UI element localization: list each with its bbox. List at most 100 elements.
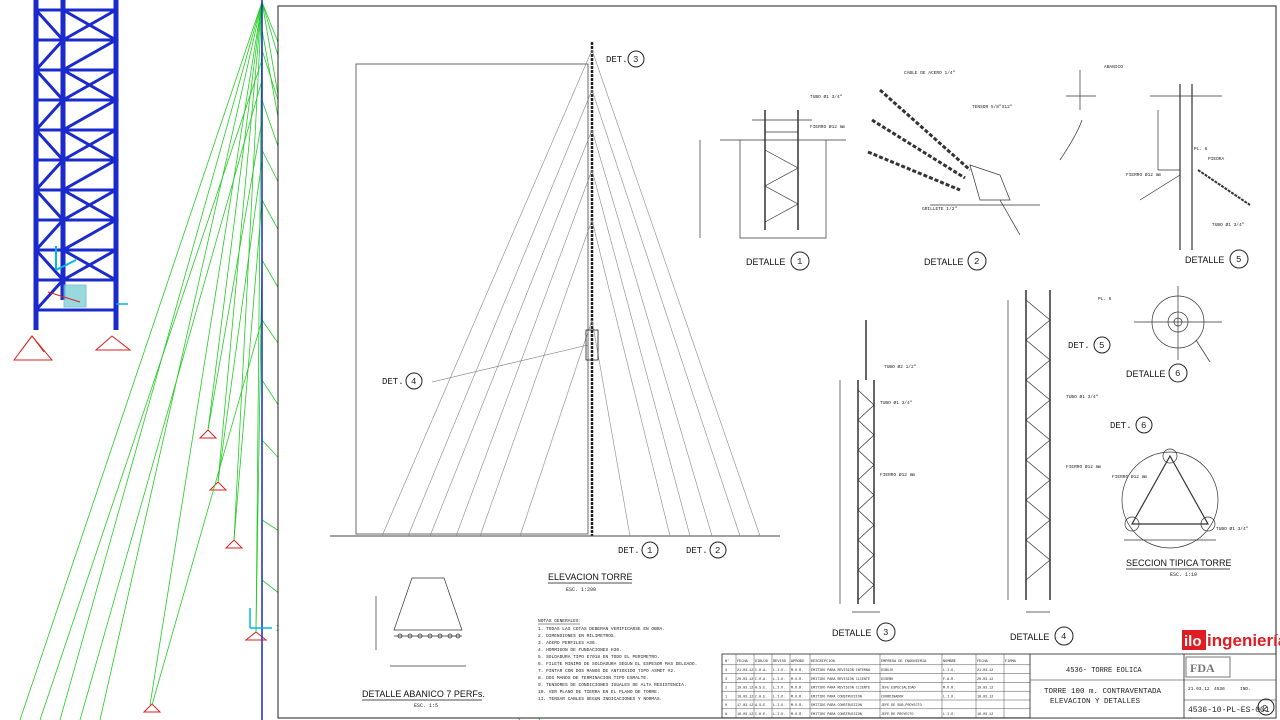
annotation-text: GRILLETE 1/2" [922, 206, 957, 212]
table-cell: JEFE DE PROYECTO [881, 713, 914, 717]
axis-triad-icon: X [249, 608, 282, 633]
table-cell: L.I.O. [773, 678, 785, 682]
drawing-title-line2: ELEVACION Y DETALLES [1050, 698, 1141, 706]
table-cell: 21.03.12 [737, 669, 753, 673]
logo-prefix: ilo [1184, 633, 1202, 650]
table-cell: EMITIDO PARA REVISION CLIENTE [811, 678, 870, 682]
table-cell: JEFE ESPECIALIDAD [881, 687, 916, 691]
annotation-text: FIERRO Ø12 mm [810, 123, 845, 130]
table-cell: EMITIDO PARA REVISION CLIENTE [811, 687, 870, 691]
table-header-cell: FECHA [737, 660, 749, 664]
note-item: 5. SOLDADURA TIPO E7018 EN TODO EL PERIM… [538, 654, 660, 660]
table-cell: M.O.R. [791, 687, 803, 691]
det-number: 1 [647, 546, 652, 556]
table-cell: L.I.O. [943, 669, 955, 673]
detail-5-plate [1139, 84, 1251, 250]
view-title-detalle-2: DETALLE [924, 257, 963, 267]
annotation-text: TUBO Ø1 3/4" [880, 399, 913, 406]
table-cell: 16.03.12 [977, 713, 993, 717]
det-label: DET. [606, 55, 628, 65]
det-number: 4 [411, 377, 416, 387]
annotation-text: TUBO Ø1 3/4" [810, 93, 843, 100]
table-cell: 1 [725, 695, 727, 699]
view-scale: ESC. 1:10 [1170, 572, 1197, 578]
det-label: DET. [1068, 341, 1090, 351]
det-label: DET. [1110, 421, 1132, 431]
note-item: 7. PINTAR CON DOS MANOS DE ANTIOXIDO TIP… [538, 668, 676, 674]
tower-3d-model [33, 0, 120, 330]
elevation-callouts: DET. 3 DET. 4 DET. 1 DET. 2 [382, 50, 727, 559]
table-cell: L.I.O. [773, 713, 785, 717]
table-cell: DISEÑO [881, 677, 893, 682]
table-cell: C.H.E. [755, 713, 767, 717]
detail-4-callouts: DET. 5 DET. 6 [1068, 336, 1153, 434]
table-header-cell: EMPRESA DE INGENIERIA [881, 660, 927, 664]
note-item: 2. DIMENSIONES EN MILIMETROS. [538, 633, 616, 639]
detail-4-tower-section [1007, 290, 1051, 613]
table-cell: L.I.O. [773, 695, 785, 699]
table-header-cell: DESCRIPCION [811, 660, 835, 664]
table-cell: 19.03.12 [977, 687, 993, 691]
table-cell: EMITIDO PARA CONSTRUCCION [811, 704, 862, 708]
table-cell: M.O.R. [791, 669, 803, 673]
axis-triad-icon [55, 246, 128, 305]
drawing-title-line1: TORRE 100 m. CONTRAVENTADA [1044, 688, 1162, 696]
annotation-text: CABLE DE ACERO 1/4" [904, 70, 956, 76]
note-item: 6. FILETE MINIMO DE SOLDADURA SEGUN EL E… [538, 661, 697, 667]
drawing-date: 21.03.12 [1188, 686, 1210, 692]
table-header-cell: REVISO [773, 660, 786, 664]
table-cell: 17.03.12 [737, 704, 753, 708]
view-title-detalle-1: DETALLE [746, 257, 785, 267]
det-number: 2 [974, 257, 979, 267]
table-cell: L.I.O. [773, 704, 785, 708]
table-header-cell: FIRMA [1005, 660, 1017, 664]
drawing-number: 4536-10-PL-ES-001 [1188, 706, 1270, 715]
table-cell: 3 [725, 678, 727, 682]
elevation-view [330, 42, 780, 537]
note-item: 4. HORMIGON DE FUNDACIONES H30. [538, 647, 622, 653]
table-cell: 2 [725, 687, 727, 691]
table-cell: JEFE DE SUB-PROYECTO [881, 704, 922, 708]
detail-1-foundation [699, 110, 846, 239]
note-item: 9. TENSORES DE CONDICIONES IGUALES DE AL… [538, 682, 687, 688]
annotation-text: PL. 6 [1194, 146, 1208, 152]
drawing-sheet[interactable]: DET. 3 DET. 4 DET. 1 DET. 2 ELEVACION TO… [277, 5, 1280, 719]
table-cell: EMITIDO PARA CONSTRUCCION [811, 695, 862, 699]
table-cell: 0 [725, 704, 727, 708]
table-cell: 4 [725, 669, 727, 673]
det-number: 2 [715, 546, 720, 556]
table-cell: 19.03.12 [737, 687, 753, 691]
table-cell: 16.03.12 [737, 713, 753, 717]
det-label: DET. [618, 546, 640, 556]
table-cell: L.I.O. [943, 713, 955, 717]
table-cell: C.H.A. [755, 678, 767, 682]
table-cell: M.O.R. [943, 687, 955, 691]
annotation-text: PL. 6 [1098, 296, 1112, 302]
note-item: 3. ACERO PERFILES A36. [538, 640, 597, 646]
ilo-logo: ilo ingeniería [1182, 630, 1280, 650]
detail-2-anchor [867, 70, 1096, 236]
view-title-elevacion: ELEVACION TORRE [548, 572, 633, 582]
table-cell: 20.03.12 [977, 678, 993, 682]
table-cell: M.O.R. [791, 704, 803, 708]
detail-6-plate [1134, 286, 1222, 363]
annotation-text: ABANICO [1104, 64, 1123, 70]
annotation-text: FIERRO Ø12 mm [880, 471, 915, 478]
detail-3-tower-top [839, 320, 880, 613]
annotation-text: TUBO Ø2 1/2" [884, 363, 917, 370]
table-cell: F.A.R. [943, 678, 955, 682]
table-cell: A.S.E. [755, 687, 767, 691]
note-item: 1. TODAS LAS COTAS DEBERAN VERIFICARSE E… [538, 626, 665, 632]
support-icon [13, 335, 388, 713]
note-item: 10. VER PLANO DE TIERRA EN EL PLANO DE T… [538, 689, 660, 695]
table-header-cell: N° [725, 659, 729, 664]
table-cell: 21.03.12 [977, 669, 993, 673]
project-name: 4536- TORRE EOLICA [1066, 667, 1142, 675]
table-cell: EMITIDO PARA REVISION INTERNA [811, 669, 871, 673]
det-number: 6 [1175, 369, 1180, 379]
annotation-text: FIERRO Ø12 mm [1126, 171, 1161, 178]
table-cell: 20.03.12 [737, 678, 753, 682]
view-title-seccion: SECCION TIPICA TORRE [1126, 558, 1232, 568]
det-label: DET. [686, 546, 708, 556]
